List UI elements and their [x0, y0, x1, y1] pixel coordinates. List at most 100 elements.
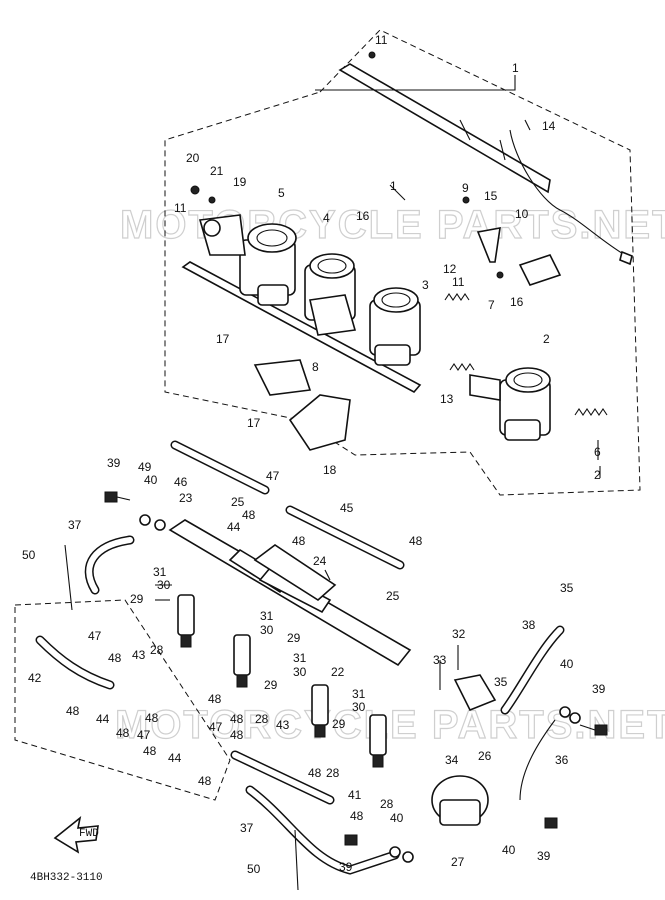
callout-30-d: 30	[352, 700, 366, 714]
callout-10: 10	[515, 207, 529, 221]
callout-35-top: 35	[560, 581, 574, 595]
bracket-17	[253, 359, 312, 396]
throttle-body-4	[304, 253, 357, 336]
washer-40-d	[569, 712, 581, 724]
screw-20	[190, 185, 200, 195]
callout-14: 14	[542, 119, 556, 133]
callout-38: 38	[522, 618, 536, 632]
callout-41: 41	[348, 788, 362, 802]
washer-40-a	[139, 514, 151, 526]
clip-50-bottom	[294, 829, 299, 891]
callout-48-k: 48	[143, 744, 157, 758]
cable-end-knob	[619, 250, 633, 266]
svg-text:FWD: FWD	[79, 828, 99, 840]
callout-12: 12	[443, 262, 457, 276]
callout-48-d: 48	[108, 651, 122, 665]
callout-47-top: 47	[266, 469, 280, 483]
callout-32: 32	[452, 627, 466, 641]
bolt-39-top	[104, 491, 131, 503]
injector-center-left	[233, 634, 251, 688]
washer-40-f	[402, 851, 414, 863]
callout-47-left: 47	[88, 629, 102, 643]
callout-11-mid: 11	[452, 275, 465, 289]
callout-43-a: 43	[132, 648, 146, 662]
callout-50-top: 50	[22, 548, 36, 562]
callout-43-b: 43	[276, 718, 290, 732]
callout-40-bottom: 40	[390, 811, 404, 825]
callout-45: 45	[340, 501, 354, 515]
protector-24	[253, 544, 337, 601]
callout-46: 46	[174, 475, 188, 489]
callout-23: 23	[179, 491, 193, 505]
callout-48-l: 48	[308, 766, 322, 780]
callout-18: 18	[323, 463, 337, 477]
watermark-bottom: MOTORCYCLE PARTS.NET	[115, 703, 665, 747]
throttle-body-5	[198, 214, 297, 306]
callout-19: 19	[233, 175, 247, 189]
callout-48-e: 48	[208, 692, 222, 706]
bolt-39-right	[579, 724, 608, 736]
washer-40-b	[154, 519, 166, 531]
callout-50-bottom: 50	[247, 862, 261, 876]
lever-16	[518, 254, 562, 286]
fuel-damper-26	[431, 775, 489, 826]
callout-15: 15	[484, 189, 498, 203]
callout-44-top: 44	[227, 520, 241, 534]
callout-48-f: 48	[66, 704, 80, 718]
washer-40-c	[559, 706, 571, 718]
clip-50-top	[64, 544, 73, 611]
callout-11-top: 11	[375, 33, 388, 47]
spring-12	[444, 293, 470, 301]
callout-48-a: 48	[242, 508, 256, 522]
callout-20: 20	[186, 151, 200, 165]
screw-7	[496, 271, 504, 279]
callout-17-top: 17	[216, 332, 230, 346]
callout-25-right: 25	[386, 589, 400, 603]
callout-48-j: 48	[230, 728, 244, 742]
throttle-body-group-outline	[164, 29, 641, 496]
spring-13	[449, 363, 475, 371]
screw-11-top	[368, 51, 376, 59]
callout-24: 24	[313, 554, 327, 568]
callout-7: 7	[488, 298, 495, 312]
callout-29-a: 29	[130, 592, 144, 606]
hose-36	[519, 719, 556, 801]
throttle-cable	[509, 129, 626, 256]
callout-39-right: 39	[592, 682, 606, 696]
callout-31-b: 31	[260, 609, 274, 623]
callout-28-c: 28	[326, 766, 340, 780]
callout-29-b: 29	[287, 631, 301, 645]
callout-44-mid: 44	[168, 751, 182, 765]
callout-30-a: 30	[157, 578, 171, 592]
callout-5: 5	[278, 186, 285, 200]
callout-37-top: 37	[68, 518, 82, 532]
callout-29-c: 29	[264, 678, 278, 692]
callout-48-c: 48	[409, 534, 423, 548]
callout-9: 9	[462, 181, 469, 195]
callout-48-i: 48	[116, 726, 130, 740]
callout-31-c: 31	[293, 651, 307, 665]
callout-47-left-b: 47	[137, 728, 151, 742]
callout-36: 36	[555, 753, 569, 767]
callout-35-right: 35	[494, 675, 508, 689]
callout-37-bottom: 37	[240, 821, 254, 835]
front-direction-arrow-icon: FWD	[53, 816, 99, 854]
callout-39-top: 39	[107, 456, 121, 470]
bolt-39-bottom	[344, 834, 358, 846]
callout-48-n: 48	[350, 809, 364, 823]
throttle-body-2	[469, 367, 551, 441]
callout-3: 3	[422, 278, 429, 292]
callout-39-bottom-right: 39	[537, 849, 551, 863]
washer-40-e	[389, 846, 401, 858]
sensor-bracket-18	[288, 394, 351, 451]
throttle-body-3	[369, 287, 421, 366]
callout-40-right: 40	[560, 657, 574, 671]
callout-40-top: 40	[144, 473, 158, 487]
callout-31-d: 31	[352, 687, 366, 701]
callout-11-left: 11	[174, 201, 187, 215]
callout-44-left: 44	[96, 712, 110, 726]
callout-16-top: 16	[356, 209, 370, 223]
callout-33: 33	[433, 653, 447, 667]
rail-part-1	[338, 63, 551, 194]
